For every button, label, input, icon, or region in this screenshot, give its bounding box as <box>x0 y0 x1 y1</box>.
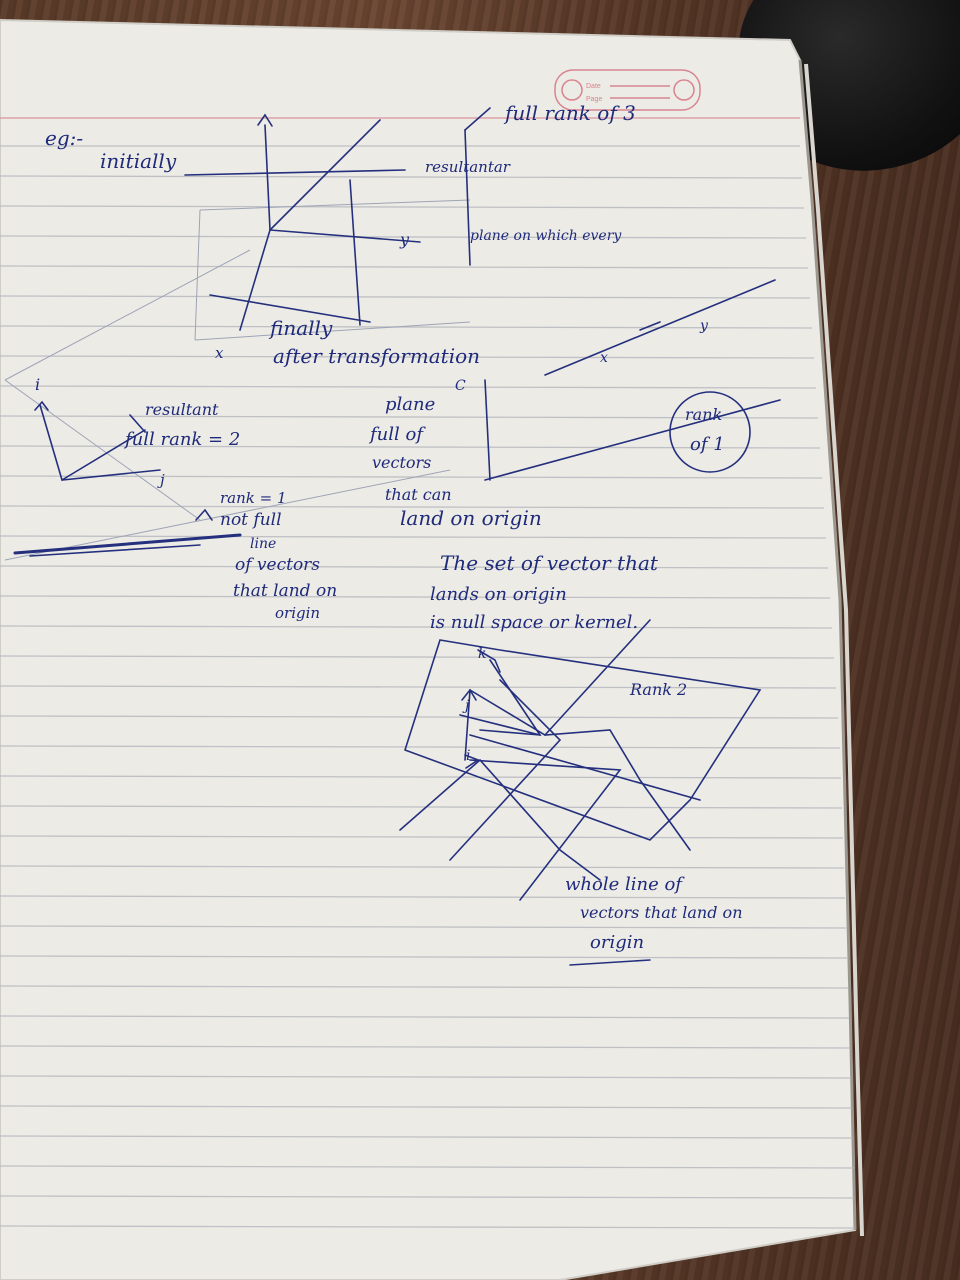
note-finally: finally <box>268 316 333 340</box>
note-line: line <box>250 536 276 552</box>
note-full-rank-3: full rank of 3 <box>503 101 636 125</box>
label-i-left: i <box>35 375 40 394</box>
note-full-rank-2: full rank = 2 <box>123 429 240 450</box>
note-initially: initially <box>100 149 177 173</box>
note-land-on-origin: land on origin <box>400 506 542 530</box>
note-of-vectors: of vectors <box>235 555 320 575</box>
label-k-bottom: k <box>478 646 486 662</box>
note-not-full: not full <box>220 510 282 530</box>
note-rank-1: rank = 1 <box>220 489 287 507</box>
label-j-left: j <box>157 471 165 489</box>
note-rank-2: Rank 2 <box>629 680 687 699</box>
note-set-line-3: is null space or kernel. <box>430 612 638 633</box>
note-set-line-2: lands on origin <box>430 584 567 605</box>
note-whole-line-1: whole line of <box>565 874 685 895</box>
note-plane: plane <box>385 394 435 415</box>
note-full-of: full of <box>368 424 426 445</box>
pencil-grid-sketch <box>4 199 471 561</box>
note-after-transformation: after transformation <box>273 344 480 368</box>
note-c-mark: C <box>455 378 466 394</box>
note-that-land-on: that land on <box>233 581 337 601</box>
note-rank-circle-a: rank <box>685 405 722 424</box>
note-set-line-1: The set of vector that <box>440 551 659 575</box>
label-y-right: y <box>699 318 709 334</box>
note-rank-circle-b: of 1 <box>690 434 725 455</box>
note-that-can: that can <box>385 485 452 504</box>
label-j-bottom: j <box>462 698 470 714</box>
note-resultant-left: resultant <box>145 400 219 419</box>
date-label: Date <box>586 83 601 90</box>
ink-diagrams <box>13 107 781 966</box>
note-whole-line-3: origin <box>590 932 644 953</box>
date-page-stamp <box>554 69 701 111</box>
label-y-top: y <box>399 230 410 249</box>
label-x-right: x <box>600 350 608 366</box>
note-origin: origin <box>275 604 320 622</box>
note-plane-on-which: plane on which every <box>470 228 622 244</box>
note-resultant-top: resultantar <box>425 158 511 176</box>
label-i-bottom: i <box>466 748 470 764</box>
note-whole-line-2: vectors that land on <box>580 903 743 922</box>
note-vectors: vectors <box>372 453 431 472</box>
page-label: Page <box>586 96 602 103</box>
label-x-top: x <box>215 344 224 362</box>
note-eg: eg:- <box>45 126 83 150</box>
